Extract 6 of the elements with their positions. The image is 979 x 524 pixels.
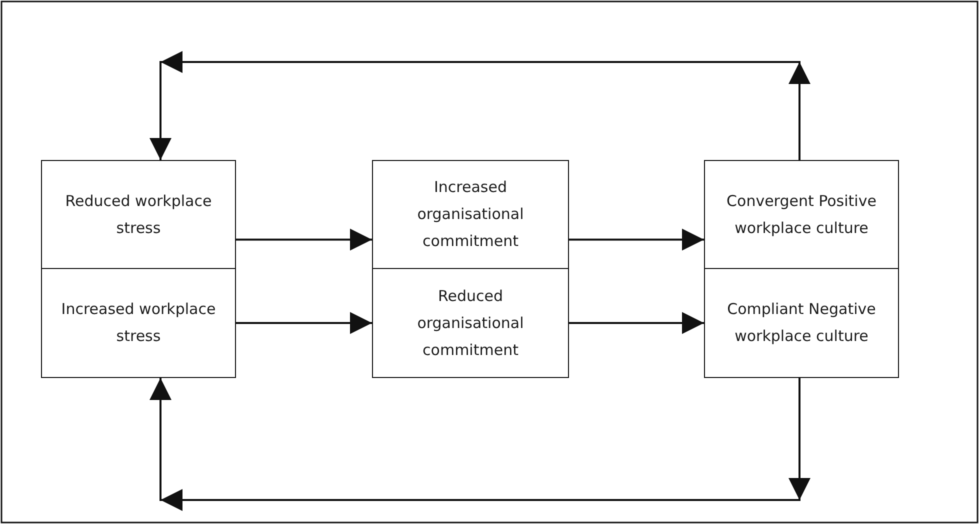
concept-box: Increased organisational commitment (372, 160, 569, 269)
concept-box: Compliant Negative workplace culture (704, 268, 899, 378)
concept-box: Increased workplace stress (41, 268, 236, 378)
concept-box: Reduced organisational commitment (372, 268, 569, 378)
concept-box: Reduced workplace stress (41, 160, 236, 269)
concept-box: Convergent Positive workplace culture (704, 160, 899, 269)
